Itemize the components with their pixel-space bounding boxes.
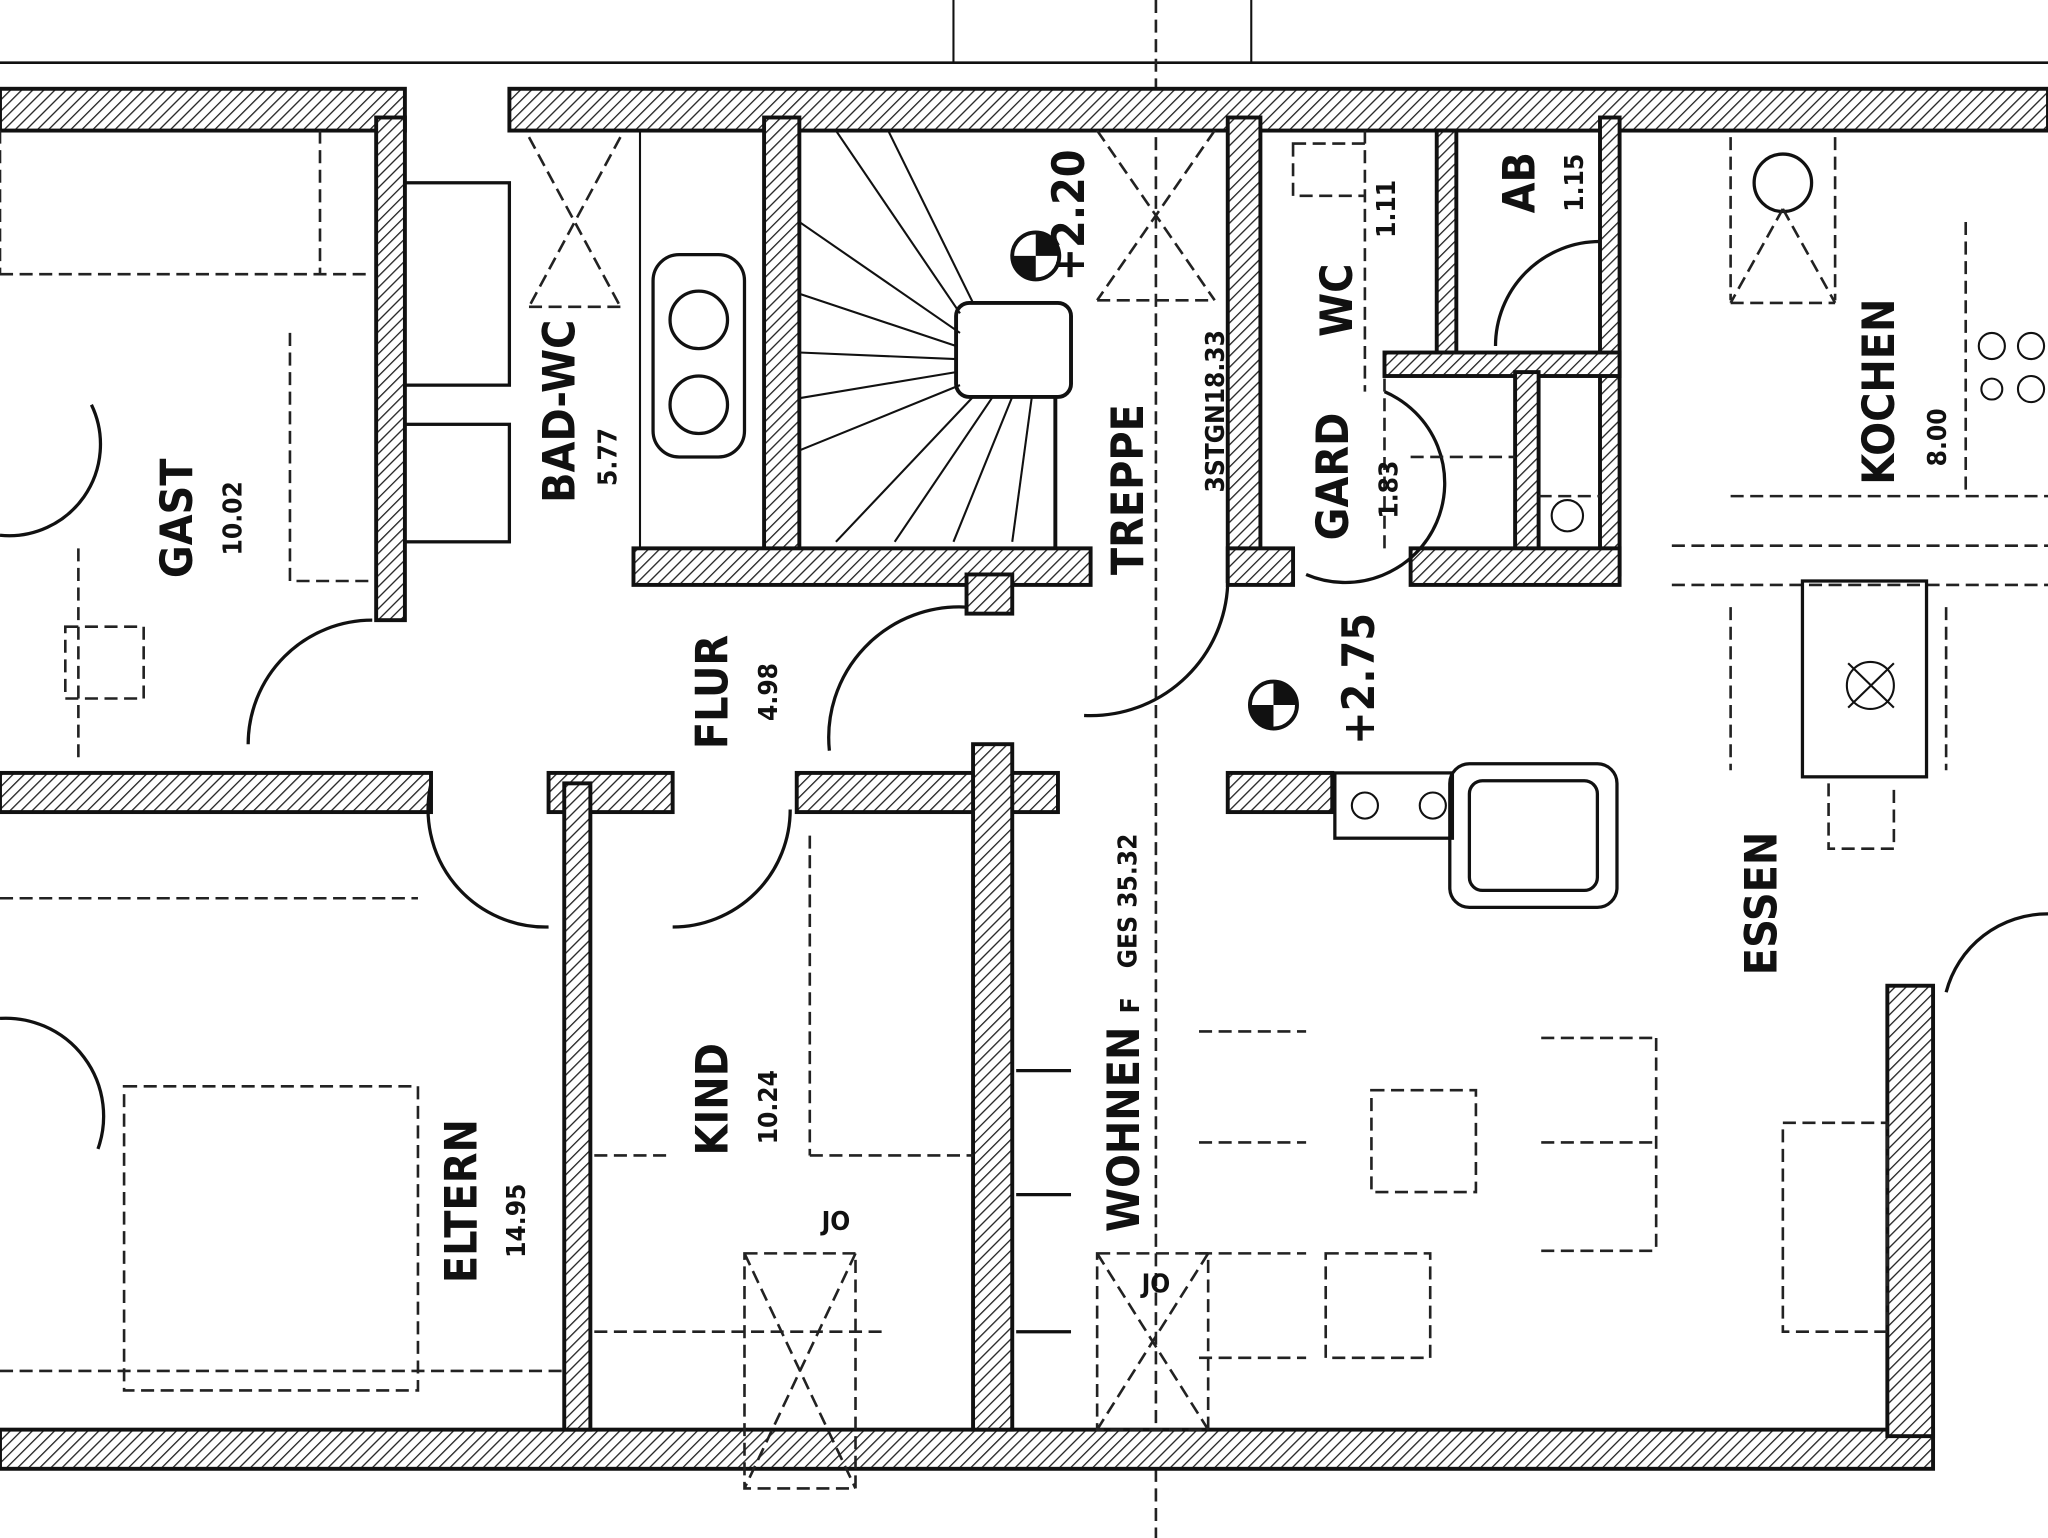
level-label: +2.20 bbox=[1044, 149, 1095, 281]
room-name-ab: AB bbox=[1495, 152, 1546, 213]
room-name-kind: KIND bbox=[688, 1043, 739, 1155]
room-area-kind: 10.24 bbox=[754, 1070, 784, 1144]
window-frame bbox=[403, 422, 512, 544]
room-name-wc: WC bbox=[1312, 264, 1363, 337]
room-area-wc: 1.11 bbox=[1372, 180, 1402, 238]
level-label: +2.75 bbox=[1334, 613, 1385, 745]
furniture bbox=[0, 130, 2048, 1490]
marker-jo: JO bbox=[820, 1207, 851, 1237]
room-name-essen: ESSEN bbox=[1736, 832, 1787, 975]
window-frame bbox=[403, 181, 512, 387]
room-area-kochen: 8.00 bbox=[1923, 408, 1953, 466]
room-area-gast: 10.02 bbox=[219, 481, 249, 555]
room-area-bad-wc: 5.77 bbox=[593, 428, 623, 486]
room-name-flur: FLUR bbox=[688, 635, 739, 749]
room-area-eltern: 14.95 bbox=[502, 1184, 532, 1258]
walls bbox=[0, 86, 2048, 1471]
room-prefix-wohnen: F bbox=[1116, 997, 1146, 1013]
room-name-kochen: KOCHEN bbox=[1854, 299, 1905, 485]
room-name-eltern: ELTERN bbox=[437, 1119, 488, 1283]
room-area-treppe: 3STGN18.33 bbox=[1201, 330, 1231, 492]
level-marker-2-20: +2.20 bbox=[1010, 149, 1095, 281]
room-area-ab: 1.15 bbox=[1560, 154, 1590, 212]
room-area-flur: 4.98 bbox=[754, 663, 784, 721]
room-name-gast: GAST bbox=[152, 458, 203, 578]
staircase bbox=[798, 129, 1216, 549]
room-name-wohnen: WOHNEN bbox=[1099, 1027, 1150, 1232]
room-name-treppe: TREPPE bbox=[1103, 404, 1154, 575]
room-area-wohnen: GES 35.32 bbox=[1113, 834, 1143, 969]
marker-jo: JO bbox=[1140, 1270, 1171, 1300]
room-area-gard: 1.83 bbox=[1375, 461, 1405, 519]
bath-fixtures bbox=[527, 130, 747, 549]
room-labels: GAST 10.02 BAD-WC 5.77 TREPPE 3STGN18.33… bbox=[152, 152, 1953, 1299]
room-name-gard: GARD bbox=[1308, 413, 1359, 541]
door-swings bbox=[0, 239, 2048, 1150]
room-name-bad-wc: BAD-WC bbox=[535, 320, 586, 503]
level-marker-2-75: +2.75 bbox=[1248, 613, 1385, 745]
